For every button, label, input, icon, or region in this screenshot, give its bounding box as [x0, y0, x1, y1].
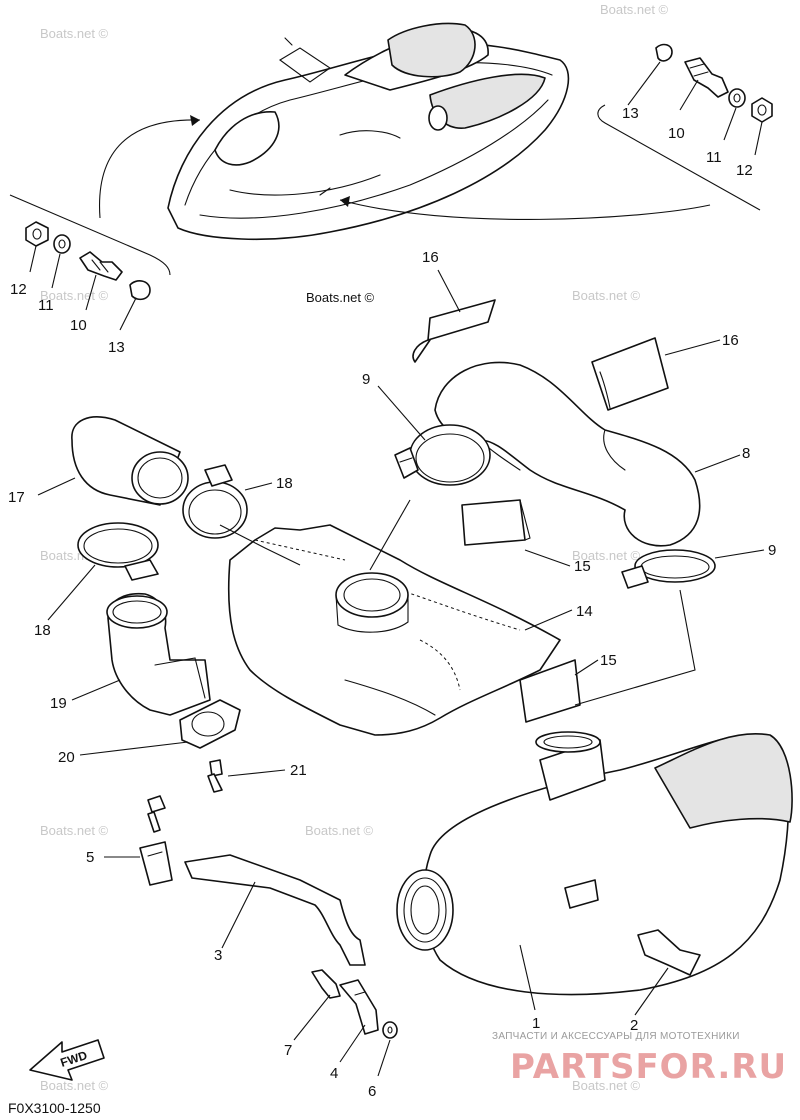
hose-clamp-9-lower	[621, 549, 716, 589]
bolt-21	[207, 759, 223, 793]
part-label-3: 3	[214, 947, 222, 964]
part-label-8: 8	[742, 445, 750, 462]
bracket-5	[139, 795, 173, 886]
part-label-9: 9	[768, 542, 776, 559]
part-label-7: 7	[284, 1042, 292, 1059]
exhaust-elbow-17	[71, 416, 189, 506]
part-label-6: 6	[368, 1083, 376, 1100]
leader-lines	[29, 61, 765, 1077]
hose-clamp-18-lower	[77, 522, 159, 581]
part-label-2: 2	[630, 1017, 638, 1034]
diagram-code: F0X3100-1250	[8, 1100, 101, 1116]
watermark: Boats.net ©	[305, 823, 374, 838]
patch-16-upper	[412, 299, 496, 363]
right-fitting-group	[655, 43, 773, 123]
part-label-5: 5	[86, 849, 94, 866]
clip-2	[637, 929, 701, 976]
part-label-19: 19	[50, 695, 67, 712]
watermark: Boats.net ©	[572, 1078, 641, 1093]
watercraft-illustration	[167, 22, 570, 241]
part-label-15: 15	[600, 652, 617, 669]
part-label-4: 4	[330, 1065, 338, 1082]
part-label-20: 20	[58, 749, 75, 766]
part-label-21: 21	[290, 762, 307, 779]
part-label-10: 10	[668, 125, 685, 142]
gasket-20	[179, 699, 241, 749]
brand-logo: ЗАПЧАСТИ И АКСЕССУАРЫ ДЛЯ МОТОТЕХНИКИ PA…	[492, 1031, 787, 1087]
patch-15-lower	[519, 659, 581, 723]
part-label-13: 13	[622, 105, 639, 122]
exhaust-joint-19	[106, 592, 211, 716]
part-label-9: 9	[362, 371, 370, 388]
part-label-18: 18	[276, 475, 293, 492]
part-label-16: 16	[422, 249, 439, 266]
copyright-label: Boats.net ©	[306, 290, 375, 305]
part-label-17: 17	[8, 489, 25, 506]
part-label-11: 11	[706, 149, 722, 166]
strap-3	[184, 854, 366, 966]
part-label-13: 13	[108, 339, 125, 356]
part-label-1: 1	[532, 1015, 540, 1032]
watermark: Boats.net ©	[572, 288, 641, 303]
water-lock-14	[227, 524, 561, 736]
hose-clamp-9-upper	[394, 424, 491, 486]
part-label-12: 12	[736, 162, 753, 179]
muffler-1	[396, 731, 793, 996]
part-label-18: 18	[34, 622, 51, 639]
callout-arrows	[98, 115, 711, 220]
exhaust-hose-8	[434, 361, 701, 547]
brand-name: PARTSFOR.RU	[510, 1047, 787, 1087]
part-label-15: 15	[574, 558, 591, 575]
forward-arrow: FWD	[29, 1039, 105, 1081]
part-label-14: 14	[576, 603, 593, 620]
part-number-labels: 13 10 11 12 12 11 10 13 16 16 9 8 9 15 1…	[8, 105, 776, 1100]
watermark: Boats.net ©	[572, 548, 641, 563]
brand-tagline: ЗАПЧАСТИ И АКСЕССУАРЫ ДЛЯ МОТОТЕХНИКИ	[492, 1031, 740, 1042]
patch-15-upper	[461, 499, 526, 546]
watermark: Boats.net ©	[40, 26, 109, 41]
part-label-11: 11	[38, 297, 54, 314]
part-label-10: 10	[70, 317, 87, 334]
part-label-12: 12	[10, 281, 27, 298]
right-bracket	[597, 104, 761, 211]
watermark: Boats.net ©	[40, 1078, 109, 1093]
hardware-7-4-6	[311, 969, 398, 1039]
left-bracket	[9, 194, 171, 276]
hose-clamp-18-upper	[182, 464, 248, 539]
watermark: Boats.net ©	[600, 2, 669, 17]
part-label-16: 16	[722, 332, 739, 349]
left-fitting-group	[25, 221, 151, 301]
watermark: Boats.net ©	[40, 823, 109, 838]
patch-16-right	[591, 337, 669, 411]
